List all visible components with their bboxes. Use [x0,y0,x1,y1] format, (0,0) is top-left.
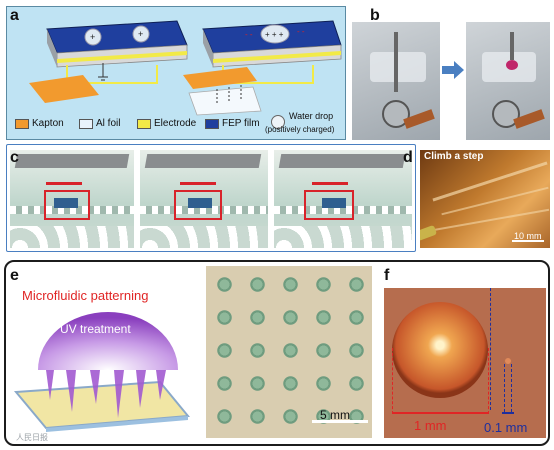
water-drop-icon [132,25,150,43]
watermark: 人民日报 [16,433,48,442]
svg-text:- -: - - [245,30,253,39]
panel-d-photo [420,150,550,248]
droplet-grid [206,266,372,438]
droplet-small [505,358,511,364]
panel-label-b: b [370,7,380,24]
legend-label-al-foil: Al foil [96,118,121,129]
panel-label-f: f [384,267,390,284]
panel-a: + + + + + - - - - Kapton [6,6,346,140]
panel-b-photo-left [352,22,440,140]
panel-label-a: a [10,7,19,24]
legend-label-water-drop: Water drop [289,111,334,121]
legend-label-electrode: Electrode [154,118,197,129]
panel-b-photo-right [466,22,550,140]
panel-c-frame [6,144,416,252]
uv-treatment-illustration [13,312,190,432]
arrow-right-icon [442,61,464,79]
water-drop-icon [260,24,290,44]
panel-label-c: c [10,149,19,166]
panel-d-scalebar-label: 10 mm [514,231,542,241]
panel-e-scalebar-label: 5 mm [320,408,350,422]
panel-label-d: d [403,149,413,166]
panel-ef-frame [4,260,550,446]
panel-d-caption: Climb a step [424,151,484,162]
legend-swatch-al-foil [79,119,93,129]
panel-f-scale-1mm: 1 mm [414,418,447,433]
panel-f-scale-0-1mm: 0.1 mm [484,420,528,435]
svg-text:+: + [90,32,95,42]
panel-c-frame-3 [274,150,412,248]
legend-swatch-electrode [137,119,151,129]
svg-text:+: + [138,29,143,39]
panel-e-droplet-array [206,266,372,438]
water-drop-legend-icon [271,115,285,129]
device-left: + + [29,20,188,103]
panel-c-frame-1 [10,150,134,248]
panel-e-title: Microfluidic patterning [22,288,149,303]
legend-swatch-fep-film [205,119,219,129]
panel-c-frame-2 [140,150,268,248]
device-right: + + + - - - - [183,20,342,116]
legend-swatch-kapton [15,119,29,129]
panel-label-e: e [10,267,19,284]
legend-label-water-drop-note: (positively charged) [265,125,335,134]
water-drop-icon [84,28,102,46]
legend-label-fep-film: FEP film [222,118,260,129]
panel-f-micrograph [384,288,546,438]
legend-label-kapton: Kapton [32,118,64,129]
svg-text:+ + +: + + + [265,30,284,39]
panel-e-uv-label: UV treatment [60,322,131,336]
device-schematic: + + + + + - - - - [29,20,342,116]
droplet-large [392,302,488,398]
svg-text:- -: - - [297,27,305,36]
